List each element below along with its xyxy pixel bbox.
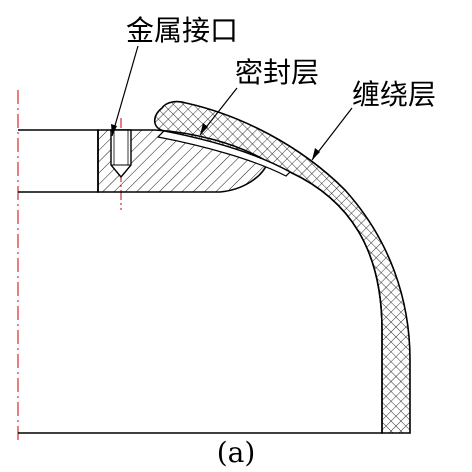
figure-caption: (a) <box>217 436 256 469</box>
leader-winding-layer <box>311 107 353 161</box>
vessel-inner-outline <box>18 171 383 434</box>
metal-joint-plate <box>18 129 99 193</box>
seal-layer <box>156 130 291 177</box>
label-metal-joint: 金属接口 <box>126 14 238 47</box>
leader-metal-joint <box>111 45 139 137</box>
label-seal-layer: 密封层 <box>235 56 319 89</box>
label-winding-layer: 缠绕层 <box>352 78 436 111</box>
leader-seal-layer <box>199 87 238 136</box>
